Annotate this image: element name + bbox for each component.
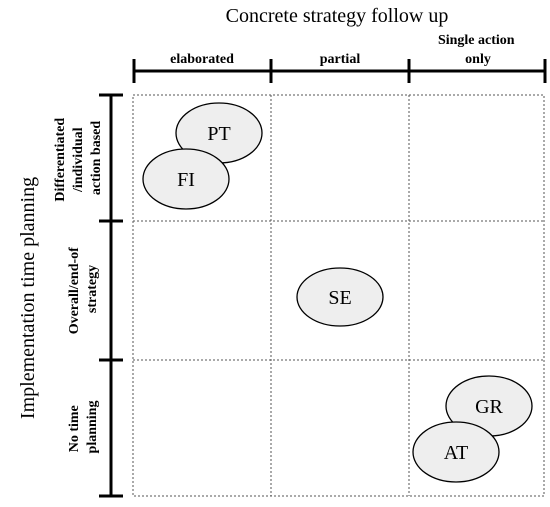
column-label-line: only <box>465 52 491 67</box>
column-label-elaborated: elaborated <box>170 52 234 67</box>
column-labels: elaborated partial Single action only <box>170 33 518 67</box>
column-label-line: elaborated <box>170 52 234 67</box>
column-label-line: Single action <box>438 33 515 48</box>
bubble-label: PT <box>207 123 230 145</box>
bubble-shape <box>296 267 384 327</box>
top-axis <box>132 59 547 83</box>
bubble-label: SE <box>328 287 351 309</box>
left-axis <box>99 93 123 498</box>
bubble-fi: FI <box>142 148 230 210</box>
column-label-partial: partial <box>320 52 361 67</box>
bubble-shape <box>412 421 500 483</box>
row-label-overall: Overall/end-of strategy <box>67 244 100 335</box>
bubble-pt: PT <box>175 102 263 164</box>
bubble-at: AT <box>412 421 500 483</box>
bubble-label: GR <box>475 396 503 418</box>
row-labels: Differentiated /individual action based … <box>53 114 104 454</box>
row-label-line: /individual <box>71 127 86 193</box>
bubble-se: SE <box>296 267 384 327</box>
row-label-line: No time <box>67 405 82 452</box>
bubbles: PT FI SE GR AT <box>142 102 533 483</box>
bubble-label: FI <box>177 169 195 191</box>
row-label-line: planning <box>85 401 100 454</box>
row-label-line: action based <box>89 121 104 196</box>
grid-border <box>132 94 545 497</box>
bubble-label: AT <box>444 442 468 464</box>
diagram-title: Concrete strategy follow up <box>226 5 449 27</box>
column-label-single-action: Single action only <box>438 33 518 67</box>
column-label-line: partial <box>320 52 361 67</box>
row-label-differentiated: Differentiated /individual action based <box>53 114 104 201</box>
matrix-grid <box>132 94 545 497</box>
vertical-axis-title: Implementation time planning <box>17 177 39 419</box>
row-label-no-time: No time planning <box>67 401 100 454</box>
row-label-line: Differentiated <box>53 118 68 202</box>
row-label-line: strategy <box>85 265 100 313</box>
bubble-shape <box>142 148 230 210</box>
row-label-line: Overall/end-of <box>67 247 82 334</box>
